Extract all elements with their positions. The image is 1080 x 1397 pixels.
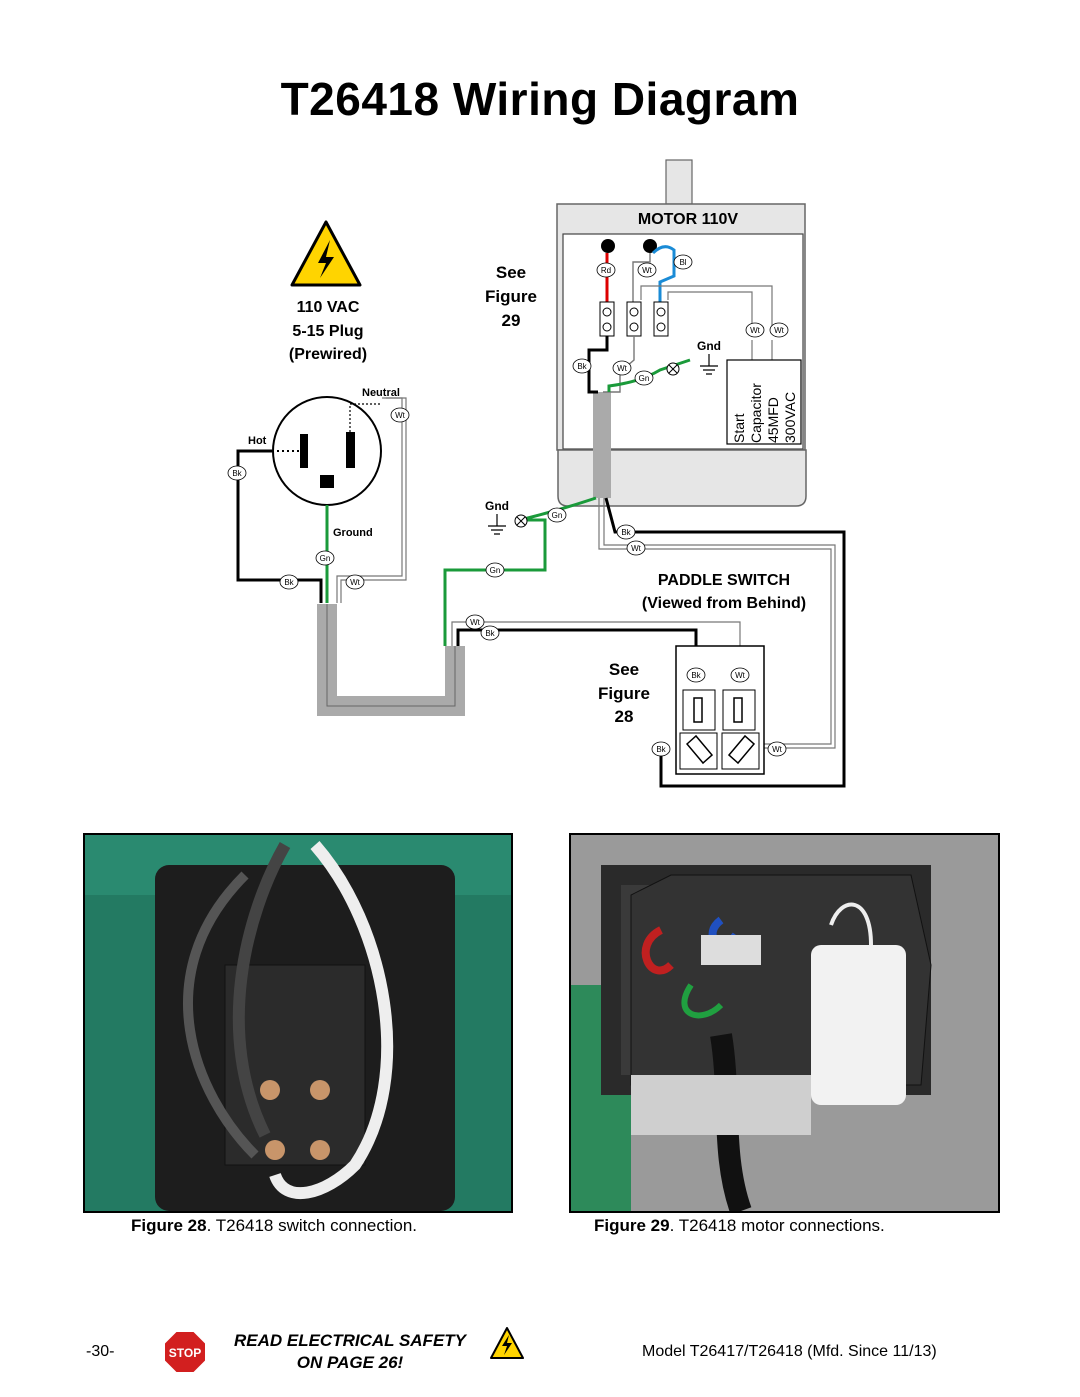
- svg-text:(Prewired): (Prewired): [289, 346, 367, 363]
- svg-text:Rd: Rd: [601, 266, 611, 275]
- svg-text:See: See: [496, 263, 526, 282]
- svg-text:Ground: Ground: [333, 527, 373, 539]
- svg-text:Wt: Wt: [617, 364, 628, 373]
- svg-text:Bk: Bk: [656, 745, 666, 754]
- svg-text:Wt: Wt: [395, 411, 406, 420]
- svg-text:Figure: Figure: [598, 684, 650, 703]
- svg-text:28: 28: [615, 707, 634, 726]
- svg-text:Gn: Gn: [320, 554, 331, 563]
- svg-text:Gn: Gn: [552, 511, 563, 520]
- wire-tags: Rd Wt Bl Wt Wt Bk Wt Gn Wt Bk Gn Bk Wt G…: [227, 254, 789, 757]
- svg-text:Bk: Bk: [232, 469, 242, 478]
- svg-text:Bl: Bl: [679, 258, 686, 267]
- svg-text:Bk: Bk: [577, 362, 587, 371]
- motor-base: [557, 449, 807, 507]
- svg-text:(Viewed from Behind): (Viewed from Behind): [642, 595, 806, 612]
- figure-29-caption: Figure 29. T26418 motor connections.: [594, 1216, 885, 1235]
- page-number: -30-: [86, 1343, 115, 1360]
- stop-sign-icon: STOP: [163, 1330, 207, 1374]
- svg-text:Gn: Gn: [490, 566, 501, 575]
- svg-text:Wt: Wt: [642, 266, 653, 275]
- svg-text:Gn: Gn: [639, 374, 650, 383]
- figure-28-caption: Figure 28. T26418 switch connection.: [131, 1216, 418, 1235]
- motor-lead-red: [601, 239, 615, 253]
- figure-28-photo: [83, 833, 513, 1213]
- svg-text:Figure: Figure: [485, 287, 537, 306]
- svg-text:Bk: Bk: [621, 528, 631, 537]
- svg-text:Bk: Bk: [485, 629, 495, 638]
- svg-text:Bk: Bk: [691, 671, 701, 680]
- svg-text:Wt: Wt: [735, 671, 746, 680]
- terminal-block: [599, 301, 669, 337]
- model-info: Model T26417/T26418 (Mfd. Since 11/13): [642, 1343, 937, 1360]
- start-capacitor: [726, 359, 802, 445]
- svg-text:Neutral: Neutral: [362, 387, 400, 399]
- svg-text:Capacitor: Capacitor: [748, 383, 764, 443]
- svg-text:45MFD: 45MFD: [765, 397, 781, 443]
- svg-text:Start: Start: [731, 413, 747, 443]
- svg-text:Bk: Bk: [284, 578, 294, 587]
- svg-text:5-15 Plug: 5-15 Plug: [292, 323, 363, 340]
- motor-cord-sheath: [593, 392, 611, 498]
- hazard-icon-footer: [490, 1327, 524, 1359]
- page-title: T26418 Wiring Diagram: [280, 73, 800, 125]
- safety-notice: READ ELECTRICAL SAFETY ON PAGE 26!: [233, 1331, 467, 1372]
- svg-text:Gnd: Gnd: [485, 499, 509, 513]
- svg-text:Gnd: Gnd: [697, 339, 721, 353]
- svg-text:Wt: Wt: [350, 578, 361, 587]
- svg-text:Hot: Hot: [248, 435, 267, 447]
- svg-text:300VAC: 300VAC: [782, 392, 798, 443]
- svg-text:Wt: Wt: [470, 618, 481, 627]
- figure-29-photo: [569, 833, 1000, 1213]
- svg-text:110 VAC: 110 VAC: [297, 299, 360, 316]
- motor-title: MOTOR 110V: [638, 211, 739, 228]
- svg-text:STOP: STOP: [169, 1346, 201, 1360]
- motor-lead-white: [643, 239, 657, 253]
- motor-shaft: [665, 159, 693, 205]
- svg-text:PADDLE SWITCH: PADDLE SWITCH: [658, 572, 790, 589]
- svg-text:Wt: Wt: [750, 326, 761, 335]
- svg-text:29: 29: [502, 311, 521, 330]
- svg-text:Wt: Wt: [772, 745, 783, 754]
- svg-text:Wt: Wt: [774, 326, 785, 335]
- svg-text:Wt: Wt: [631, 544, 642, 553]
- paddle-switch: [675, 645, 765, 775]
- power-cord: [317, 604, 465, 716]
- svg-text:See: See: [609, 660, 639, 679]
